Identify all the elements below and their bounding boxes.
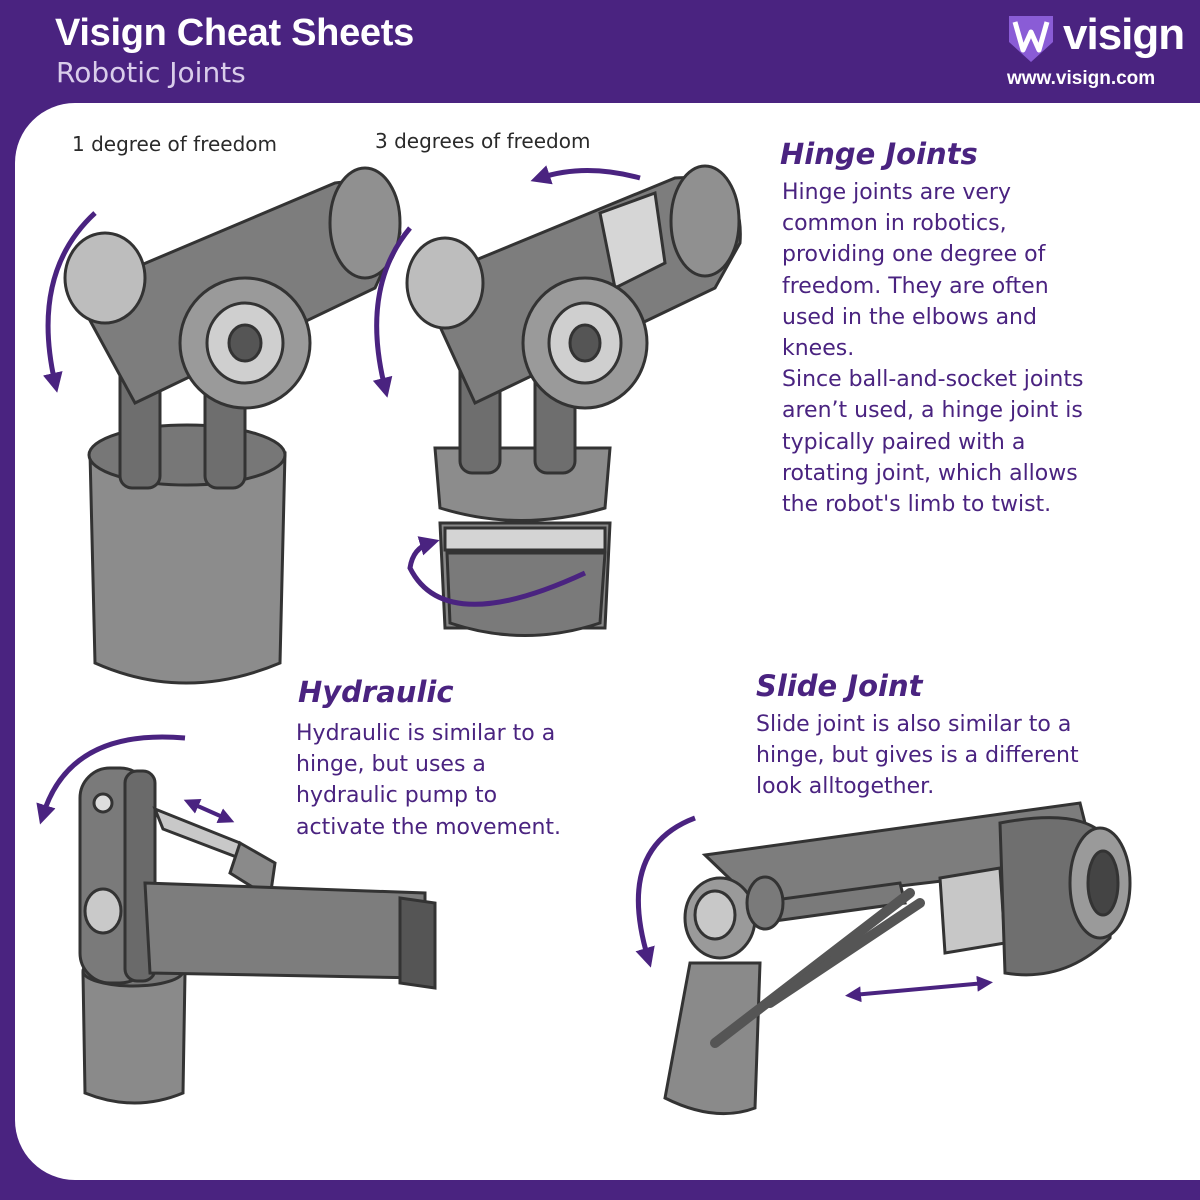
text-line: the robot's limb to twist.: [782, 492, 1052, 518]
text-line: used in the elbows and: [782, 304, 1037, 330]
slide-joint-title: Slide Joint: [756, 669, 923, 703]
joint-illustrations: [36, 164, 1132, 1116]
hinge-description: Hinge joints are very common in robotics…: [782, 177, 1083, 520]
page-title: Visign Cheat Sheets: [55, 12, 414, 54]
content-card: 1 degree of freedom 3 degrees of freedom…: [15, 103, 1200, 1180]
text-line: knees.: [782, 336, 855, 362]
text-line: look alltogether.: [756, 774, 935, 800]
visign-logo-icon: [1009, 16, 1053, 62]
curved-arrow-icon: [407, 536, 587, 607]
double-arrow-icon: [845, 975, 993, 1003]
text-line: Hydraulic is similar to a: [296, 721, 556, 746]
text-line: rotating joint, which allows: [782, 460, 1078, 486]
text-line: activate the movement.: [296, 814, 562, 840]
text-line: hydraulic pump to: [296, 783, 498, 809]
label-three-dof: 3 degrees of freedom: [375, 129, 591, 153]
brand-logo: visign www.visign.com: [1005, 10, 1190, 100]
curved-arrow-icon: [635, 815, 696, 968]
brand-url[interactable]: www.visign.com: [1007, 68, 1156, 89]
curved-arrow-icon: [36, 734, 186, 825]
text-line: Since ball-and-socket joints: [782, 367, 1084, 393]
hinge-3dof-drawing: [405, 164, 742, 637]
hydraulic-title: Hydraulic: [298, 675, 454, 709]
text-line: common in robotics,: [782, 211, 1007, 237]
text-line: Hinge joints are very: [782, 180, 1011, 205]
text-line: Slide joint is also similar to a: [756, 712, 1072, 737]
page-subtitle: Robotic Joints: [56, 56, 246, 89]
text-line: hinge, but uses a: [296, 752, 486, 778]
hydraulic-description: Hydraulic is similar to a hinge, but use…: [296, 718, 561, 843]
hydraulic-drawing: [78, 766, 437, 1105]
text-line: typically paired with a: [782, 429, 1026, 455]
curved-arrow-icon: [372, 226, 412, 398]
text-line: freedom. They are often: [782, 273, 1049, 299]
text-line: hinge, but gives is a different: [756, 743, 1079, 769]
text-line: aren’t used, a hinge joint is: [782, 398, 1083, 424]
brand-wordmark: visign: [1063, 10, 1185, 59]
hinge-1dof-drawing: [63, 166, 402, 685]
curved-arrow-icon: [43, 211, 97, 393]
label-one-dof: 1 degree of freedom: [72, 132, 278, 156]
double-arrow-icon: [183, 798, 235, 824]
text-line: providing one degree of: [782, 242, 1046, 268]
slide-joint-description: Slide joint is also similar to a hinge, …: [756, 709, 1079, 803]
header: Visign Cheat Sheets Robotic Joints visig…: [0, 0, 1200, 110]
slide-joint-drawing: [663, 801, 1132, 1116]
hinge-title: Hinge Joints: [780, 137, 978, 171]
curved-arrow-icon: [530, 165, 641, 185]
